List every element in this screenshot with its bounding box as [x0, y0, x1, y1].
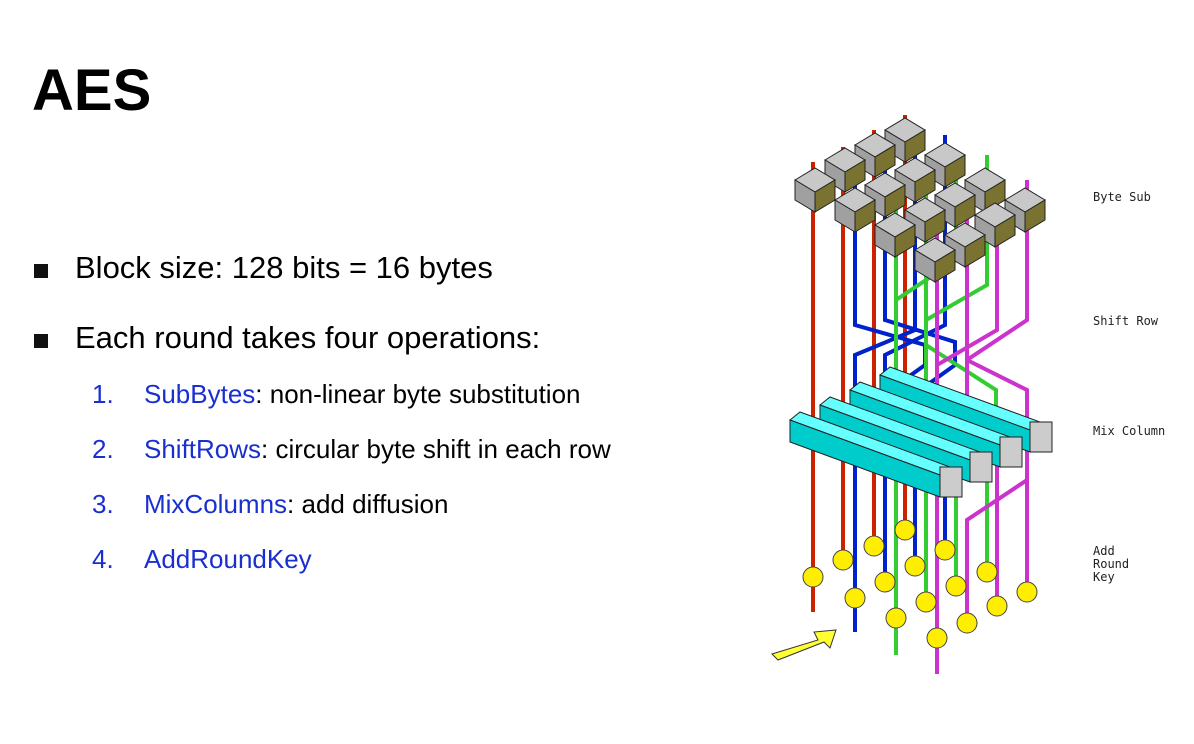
bullet-square-icon: [34, 264, 48, 278]
byte-sub-cube-right: [904, 129, 926, 163]
operation-number: 4.: [92, 544, 114, 574]
page-title: AES: [32, 58, 152, 123]
operation-name: SubBytes: [144, 379, 256, 409]
round-key-circle: [926, 627, 948, 649]
input-arrow-icon: [771, 629, 837, 661]
bullet-text: Each round takes four operations:: [75, 320, 541, 355]
byte-sub-cube-right: [884, 184, 906, 218]
round-key-circle: [976, 561, 998, 583]
round-key-circle: [904, 555, 926, 577]
operation-description: : circular byte shift in each row: [261, 434, 611, 464]
operation-description: : add diffusion: [287, 489, 449, 519]
wire-purple: [965, 180, 1029, 592]
round-key-circle: [894, 519, 916, 541]
round-key-circle: [863, 535, 885, 557]
mix-column-slab-end: [939, 466, 963, 498]
round-key-circle: [1016, 581, 1038, 603]
round-key-circle: [802, 566, 824, 588]
byte-sub-cube-right: [994, 214, 1016, 248]
round-key-circle: [934, 539, 956, 561]
bullet-square-icon: [34, 334, 48, 348]
byte-sub-cube-right: [914, 169, 936, 203]
mix-column-slab-end: [1029, 421, 1053, 453]
mix-column-slab-end: [969, 451, 993, 483]
round-key-circle: [915, 591, 937, 613]
byte-sub-cube-right: [964, 234, 986, 268]
round-key-circle: [986, 595, 1008, 617]
shift-row-label: Shift Row: [1093, 314, 1159, 328]
operation-number: 2.: [92, 434, 114, 464]
byte-sub-cube-right: [854, 199, 876, 233]
round-key-circle: [874, 571, 896, 593]
operation-name: ShiftRows: [144, 434, 262, 464]
mix-column-label: Mix Column: [1093, 424, 1166, 438]
byte-sub-cube-right: [894, 224, 916, 258]
round-key-circle: [844, 587, 866, 609]
round-key-circle: [945, 575, 967, 597]
byte-sub-cube-right: [844, 159, 866, 193]
operation-number: 3.: [92, 489, 114, 519]
operation-name: MixColumns: [144, 489, 288, 519]
byte-sub-cube-right: [944, 154, 966, 188]
aes-round-diagram: [771, 115, 1053, 674]
byte-sub-cube-right: [874, 144, 896, 178]
bullet-text: Block size: 128 bits = 16 bytes: [75, 250, 493, 285]
round-key-circle: [885, 607, 907, 629]
operation-name: AddRoundKey: [144, 544, 312, 574]
add-round-key-label: Add Round Key: [1093, 544, 1130, 584]
byte-sub-cube-right: [924, 209, 946, 243]
byte-sub-label: Byte Sub: [1093, 190, 1151, 204]
mix-column-slab-end: [999, 436, 1023, 468]
byte-sub-cube-right: [1024, 199, 1046, 233]
operation-description: : non-linear byte substitution: [255, 379, 581, 409]
byte-sub-cube-right: [934, 249, 956, 283]
operation-number: 1.: [92, 379, 114, 409]
round-key-circle: [956, 612, 978, 634]
round-key-circle: [832, 549, 854, 571]
